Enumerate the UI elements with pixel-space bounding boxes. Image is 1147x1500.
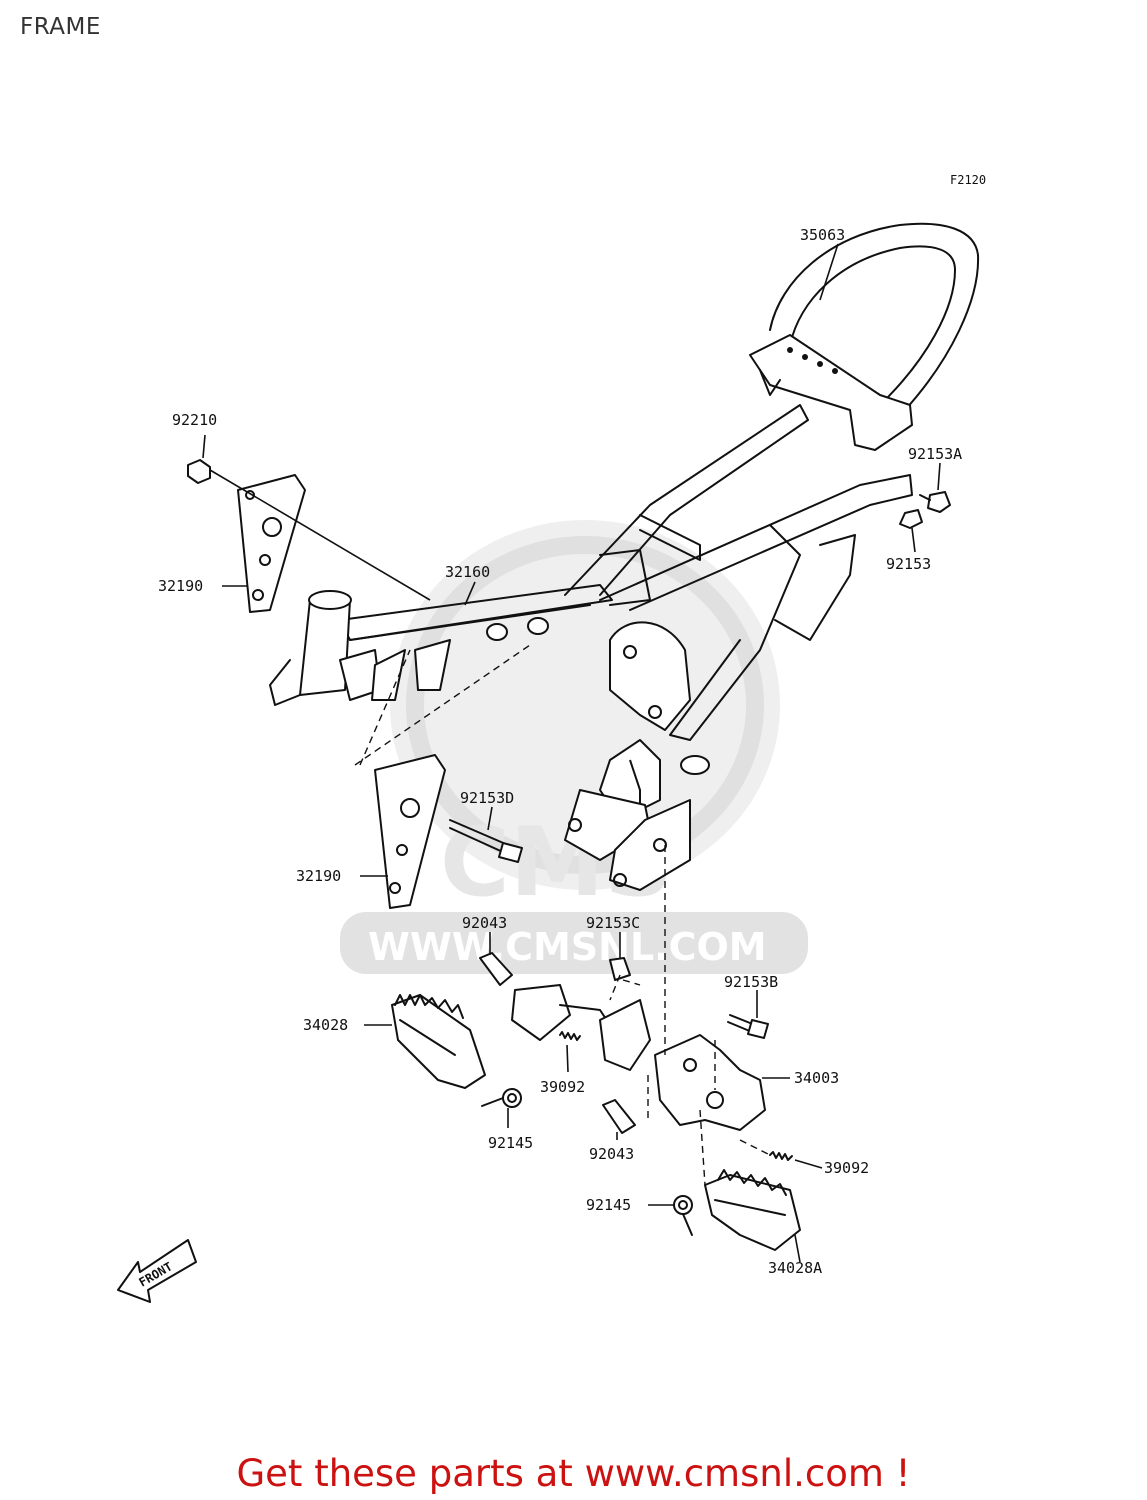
label-92153C: 92153C — [586, 914, 640, 932]
bolt-92153B — [727, 1014, 769, 1039]
pin-92043-top — [479, 952, 513, 986]
label-92153B: 92153B — [724, 973, 778, 991]
label-39092-right: 39092 — [824, 1159, 869, 1177]
label-34003: 34003 — [794, 1069, 839, 1087]
torsion-spring-92145-right — [673, 1195, 693, 1236]
step-bracket — [511, 984, 651, 1071]
bolt-92153 — [899, 509, 923, 529]
label-35063: 35063 — [800, 226, 845, 244]
footpeg-34028 — [391, 994, 486, 1089]
footpeg-34028A — [704, 1169, 801, 1251]
label-92145-left: 92145 — [488, 1134, 533, 1152]
footpeg-bracket-34003 — [654, 1034, 766, 1131]
label-92145-right: 92145 — [586, 1196, 631, 1214]
page-title: FRAME — [20, 14, 101, 40]
bolt-92153D — [449, 819, 523, 863]
frame-parts-diagram: CMS WWW.CMSNL.COM F2120 — [117, 173, 986, 1303]
engine-plate-32190-bottom — [374, 754, 446, 909]
label-92043-bottom: 92043 — [589, 1145, 634, 1163]
figure-code: F2120 — [950, 173, 986, 187]
spring-39092-left — [559, 1031, 581, 1041]
torsion-spring-92145-left — [481, 1088, 522, 1108]
frame-32160 — [269, 404, 913, 891]
footer-link-text[interactable]: Get these parts at www.cmsnl.com ! — [236, 1452, 911, 1495]
nut-92210 — [187, 459, 211, 484]
label-92153D: 92153D — [460, 789, 514, 807]
cms-watermark: CMS WWW.CMSNL.COM — [340, 520, 808, 974]
label-32190-top: 32190 — [158, 577, 203, 595]
label-92210: 92210 — [172, 411, 217, 429]
label-32160: 32160 — [445, 563, 490, 581]
pin-92043-bottom — [602, 1099, 636, 1134]
assembly-lines — [209, 469, 771, 1186]
label-34028A: 34028A — [768, 1259, 822, 1277]
front-direction-arrow: FRONT — [117, 1239, 197, 1303]
label-92043-top: 92043 — [462, 914, 507, 932]
label-92153: 92153 — [886, 555, 931, 573]
spring-39092-right — [769, 1151, 793, 1161]
label-39092-left: 39092 — [540, 1078, 585, 1096]
engine-plate-32190-top — [237, 474, 306, 613]
bolt-92153A — [919, 491, 951, 513]
bolt-92153C — [609, 957, 631, 981]
watermark-url-text: WWW.CMSNL.COM — [368, 925, 767, 969]
label-32190-bottom: 32190 — [296, 867, 341, 885]
label-92153A: 92153A — [908, 445, 962, 463]
label-34028: 34028 — [303, 1016, 348, 1034]
grab-rail-35063 — [749, 222, 980, 451]
leader-lines — [202, 243, 941, 1263]
